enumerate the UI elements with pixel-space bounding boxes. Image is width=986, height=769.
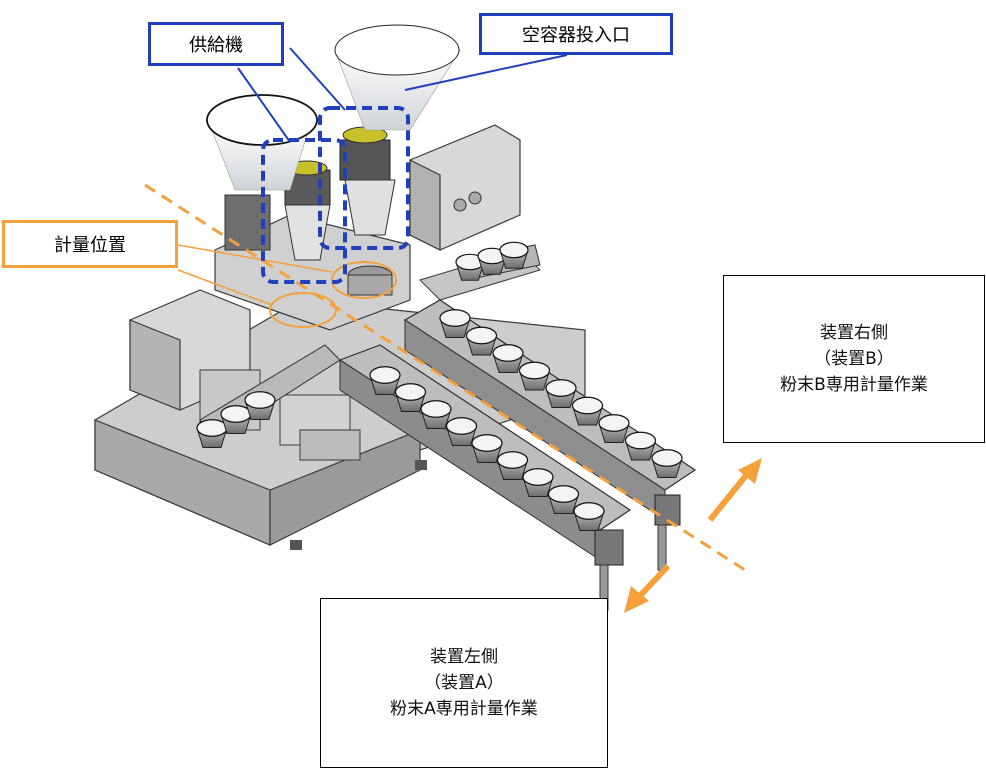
left-side-subtitle: （装置A） xyxy=(424,673,504,693)
cup-rim xyxy=(573,502,605,520)
left-side-description: 粉末A専用計量作業 xyxy=(390,699,538,719)
cup-rim xyxy=(394,383,427,401)
right-side-note: 装置右側 （装置B） 粉末B専用計量作業 xyxy=(723,275,985,443)
cup-rim xyxy=(492,344,524,362)
cup-rim xyxy=(598,414,630,432)
cup-rim xyxy=(369,366,401,384)
conveyor-b-cups xyxy=(439,309,683,478)
cup-rim xyxy=(624,431,657,450)
weighing-position-circle-b xyxy=(331,261,397,299)
weighing-leader-b xyxy=(177,244,333,273)
right-side-title: 装置右側 xyxy=(820,323,888,343)
left-frame xyxy=(129,289,361,461)
left-chute-cups xyxy=(196,391,276,448)
feeder-highlight-a xyxy=(261,138,347,284)
cup-rim xyxy=(445,417,478,435)
left-side-note: 装置左側 （装置A） 粉末A専用計量作業 xyxy=(320,598,608,768)
cup-rim xyxy=(651,449,683,467)
cup-rim xyxy=(439,309,471,327)
cup-rim xyxy=(518,361,551,380)
feeder-leader-a xyxy=(237,67,291,143)
cup-rim xyxy=(545,379,577,397)
upper-right-cups xyxy=(455,241,529,281)
cup-rim xyxy=(522,468,554,486)
feeder-leader-b xyxy=(289,47,346,111)
left-side-title: 装置左側 xyxy=(430,647,498,667)
weighing-position-circle-a xyxy=(269,292,337,328)
arrow-left-side xyxy=(624,563,671,613)
cup-rim xyxy=(220,405,252,423)
cup-rim xyxy=(196,419,228,437)
feeder-highlight-b xyxy=(318,106,410,250)
right-side-description: 粉末B専用計量作業 xyxy=(780,375,928,395)
conveyor-a-cups xyxy=(369,366,605,531)
cup-rim xyxy=(547,485,580,503)
cup-rim xyxy=(571,396,604,415)
weighing-position-label: 計量位置 xyxy=(2,220,178,268)
weighing-leader-a xyxy=(177,269,273,306)
right-side-subtitle: （装置B） xyxy=(814,349,894,369)
feeder-label: 供給機 xyxy=(148,22,284,66)
cup-rim xyxy=(471,434,503,452)
cup-rim xyxy=(465,326,498,345)
empty-container-inlet-label: 空容器投入口 xyxy=(479,13,673,55)
cup-rim xyxy=(420,400,452,418)
cup-rim xyxy=(244,391,276,409)
cup-rim xyxy=(496,451,529,469)
arrow-right-side xyxy=(707,458,762,522)
cup-rim xyxy=(499,241,529,259)
inlet-leader xyxy=(404,54,568,91)
